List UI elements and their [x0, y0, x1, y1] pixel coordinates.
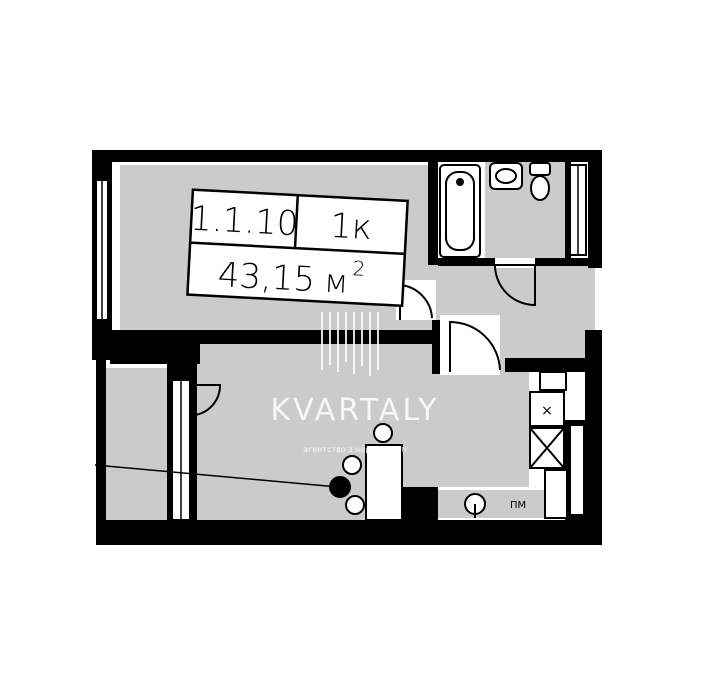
apartment-label: 1.1.10 1к 43,15 м 2 — [186, 188, 409, 308]
balcony-floor — [105, 368, 167, 520]
wall-right-top — [588, 150, 602, 268]
door-swing-balcony — [194, 384, 222, 416]
door-entrance — [595, 268, 607, 330]
bathroom-fixtures — [439, 162, 551, 258]
watermark: KVARTALY агентство з нерухомості — [270, 312, 439, 454]
door-opening-bath — [495, 258, 535, 268]
watermark-brand: KVARTALY — [270, 393, 439, 428]
kitchen-counter — [544, 469, 568, 519]
apartment-number: 1.1.10 — [189, 199, 299, 245]
doors — [194, 258, 607, 416]
wall-right-mid — [585, 330, 602, 440]
wall-mid-stub — [110, 344, 200, 364]
window-kitchen — [569, 424, 585, 516]
toilet — [529, 162, 551, 176]
door-swing-living — [449, 320, 501, 372]
wall-bath-left — [428, 160, 438, 265]
door-swing-bath — [494, 264, 536, 307]
wall-bath-right — [565, 160, 571, 260]
utility-label: ПМ — [510, 500, 526, 511]
chair — [373, 423, 393, 443]
wall-left-lower — [96, 360, 106, 545]
area-unit: м — [323, 262, 349, 301]
kitchen-fixtures: × ПМ — [464, 371, 568, 519]
windows — [95, 164, 587, 521]
chair — [345, 495, 365, 515]
lamp-cord — [94, 464, 339, 488]
chair — [342, 455, 362, 475]
watermark-logo-icon — [321, 312, 379, 376]
kitchen-counter-floor — [438, 490, 548, 518]
ventilation-mark: × — [541, 403, 553, 419]
wall-hall-left — [432, 320, 440, 374]
dining-set — [94, 423, 403, 521]
room-count: 1к — [329, 206, 373, 248]
wall-hall-bottom — [505, 358, 600, 372]
watermark-tagline: агентство з нерухомості — [303, 445, 407, 454]
ventilation-shaft — [529, 391, 565, 427]
dining-table — [365, 444, 403, 521]
area-power: 2 — [352, 256, 366, 281]
area-value: 43,15 — [217, 255, 316, 300]
wall-kitchen-divider — [402, 487, 438, 522]
wall-mid-horizontal — [92, 330, 432, 344]
wall-top — [92, 150, 600, 162]
